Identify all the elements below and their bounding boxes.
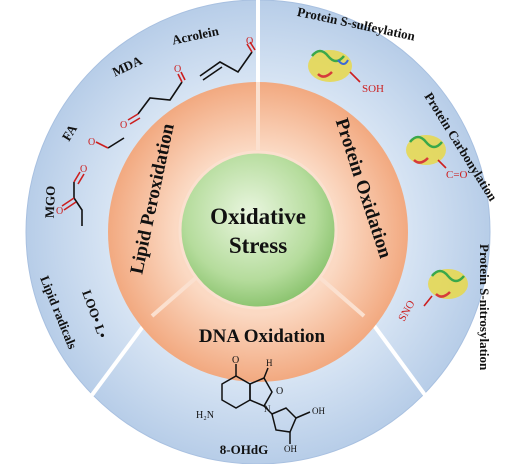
ohdg-compound-label: 8-OHdG bbox=[220, 442, 268, 457]
mda-molecule-icon bbox=[127, 71, 186, 125]
center-title-line2: Stress bbox=[229, 233, 287, 258]
soh-label: SOH bbox=[362, 83, 384, 95]
center-circle bbox=[178, 150, 338, 310]
ohdg-atom-n: N bbox=[264, 404, 271, 414]
mgo-oxygen-2: O bbox=[56, 206, 63, 217]
inner-divider-right bbox=[316, 274, 366, 318]
s-nitrosylation-label: Protein S-nitrosylation bbox=[477, 244, 492, 371]
8-ohdg-molecule-icon bbox=[221, 364, 311, 444]
ohdg-atom-h2n: H₂N bbox=[196, 410, 214, 421]
mgo-label: MGO bbox=[42, 185, 58, 218]
mgo-molecule-icon bbox=[61, 171, 85, 226]
ohdg-atom-oh-2: OH bbox=[284, 444, 297, 454]
inner-divider-left bbox=[150, 274, 200, 318]
center-title-line1: Oxidative bbox=[210, 204, 306, 229]
ohdg-atom-o-top: O bbox=[232, 355, 239, 366]
protein-structure-icon-2 bbox=[406, 135, 446, 165]
mda-oxygen-1: O bbox=[120, 120, 127, 131]
ohdg-atom-nh-top: H bbox=[266, 358, 273, 368]
protein-structure-icon-3 bbox=[428, 269, 468, 299]
soh-bond bbox=[349, 71, 361, 83]
co-label: C=O bbox=[446, 169, 468, 181]
protein-structure-icon-1 bbox=[308, 49, 352, 82]
fa-oxygen: O bbox=[88, 137, 95, 148]
dna-oxidation-label: DNA Oxidation bbox=[199, 326, 326, 347]
mgo-oxygen-1: O bbox=[80, 164, 87, 175]
ohdg-atom-oh-1: OH bbox=[312, 406, 325, 416]
co-bond bbox=[437, 159, 447, 169]
acrolein-molecule-icon bbox=[199, 41, 256, 81]
mda-oxygen-2: O bbox=[174, 64, 181, 75]
fa-molecule-icon bbox=[95, 137, 125, 149]
sno-bond bbox=[423, 295, 433, 307]
ohdg-atom-o-right: O bbox=[276, 386, 283, 397]
acrolein-oxygen: O bbox=[246, 36, 253, 47]
